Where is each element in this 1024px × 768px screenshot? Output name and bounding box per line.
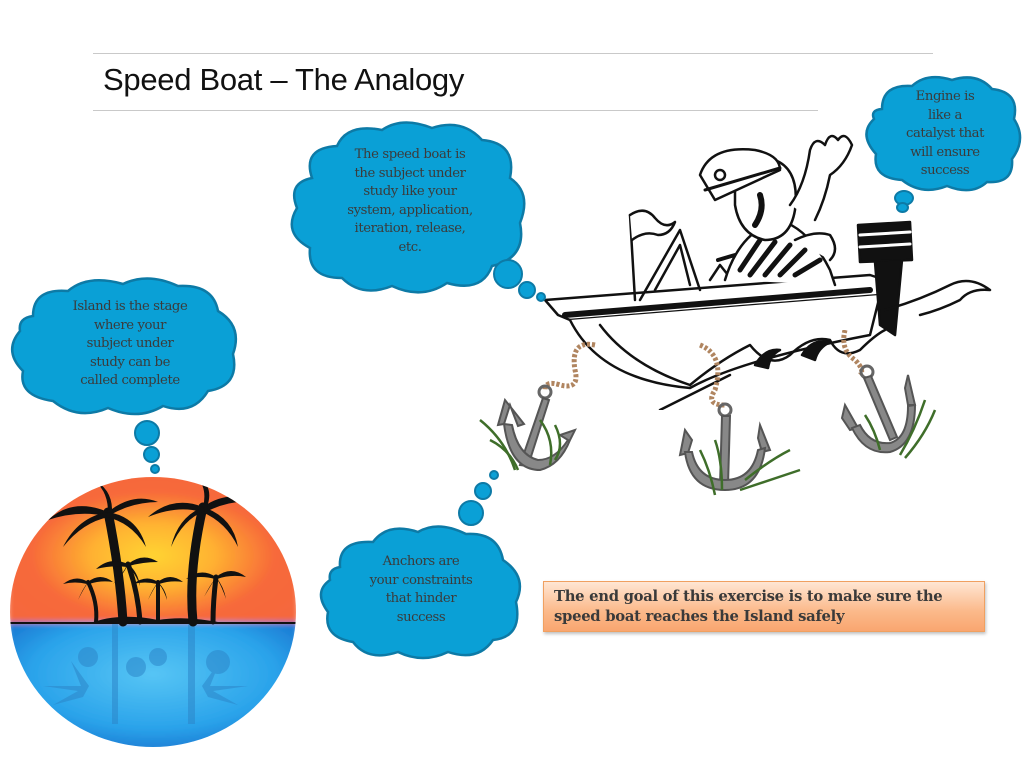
cloud-line: where your [93, 317, 167, 333]
thought-bubble [134, 420, 160, 446]
thought-bubble [458, 500, 484, 526]
cloud-line: success [396, 609, 446, 625]
cloud-line: Island is the stage [72, 299, 188, 314]
slide-title: Speed Boat – The Analogy [103, 62, 465, 97]
cloud-shape-icon [290, 121, 526, 294]
thought-bubble [474, 482, 492, 500]
thought-bubble [536, 292, 546, 302]
cloud-line: system, application, [347, 202, 473, 218]
anchor-icon [479, 329, 937, 496]
thought-bubble [150, 464, 160, 474]
engine-cloud-text: Engine is like a catalyst that will ensu… [880, 88, 1010, 181]
cloud-line: catalyst that [905, 126, 985, 141]
captain-boat-icon [543, 134, 992, 412]
cloud-line: like a [928, 107, 962, 123]
anchor-middle [678, 402, 772, 492]
cloud-line: Anchors are [382, 554, 460, 569]
title-underline [93, 110, 818, 111]
cloud-line: the subject under [354, 165, 466, 181]
cloud-line: iteration, release, [354, 221, 466, 236]
cloud-line: etc. [398, 239, 422, 255]
goal-line-2: speed boat reaches the Island safely [554, 608, 845, 625]
thought-bubble [518, 281, 536, 299]
thought-bubble [493, 259, 523, 289]
cloud-line: Engine is [915, 89, 975, 104]
cloud-line: will ensure [910, 144, 980, 160]
cloud-line: success [920, 163, 970, 178]
island-illustration [8, 472, 298, 747]
anchors-thought-cloud: Anchors are your constraints that hinder… [318, 522, 524, 662]
cloud-shape-icon [11, 277, 238, 416]
cloud-line: your constraints [369, 572, 473, 588]
island-sunset-icon [10, 477, 296, 747]
speed-boat-cloud-text: The speed boat is the subject under stud… [310, 146, 510, 257]
anchors-cloud-text: Anchors are your constraints that hinder… [336, 553, 506, 627]
cloud-shape-icon [865, 75, 1022, 192]
cloud-line: study can be [89, 354, 171, 370]
island-cloud-text: Island is the stage where your subject u… [30, 298, 230, 391]
thought-bubble [896, 202, 909, 213]
cloud-line: called complete [80, 373, 180, 388]
top-rule [93, 53, 933, 54]
cloud-shape-icon [319, 525, 522, 660]
speed-boat-illustration [540, 110, 1000, 412]
engine-thought-cloud: Engine is like a catalyst that will ensu… [862, 74, 1022, 192]
anchor-right [840, 364, 917, 454]
cloud-line: that hinder [385, 591, 457, 606]
speed-boat-thought-cloud: The speed boat is the subject under stud… [282, 118, 532, 298]
cloud-line: The speed boat is [354, 147, 466, 162]
thought-bubble [143, 446, 160, 463]
anchors-illustration [460, 329, 960, 510]
thought-bubble [489, 470, 499, 480]
island-thought-cloud: Island is the stage where your subject u… [8, 276, 243, 416]
cloud-line: study like your [363, 184, 457, 199]
goal-line-1: The end goal of this exercise is to make… [554, 588, 943, 605]
cloud-line: subject under [86, 336, 174, 351]
end-goal-callout: The end goal of this exercise is to make… [543, 581, 985, 632]
